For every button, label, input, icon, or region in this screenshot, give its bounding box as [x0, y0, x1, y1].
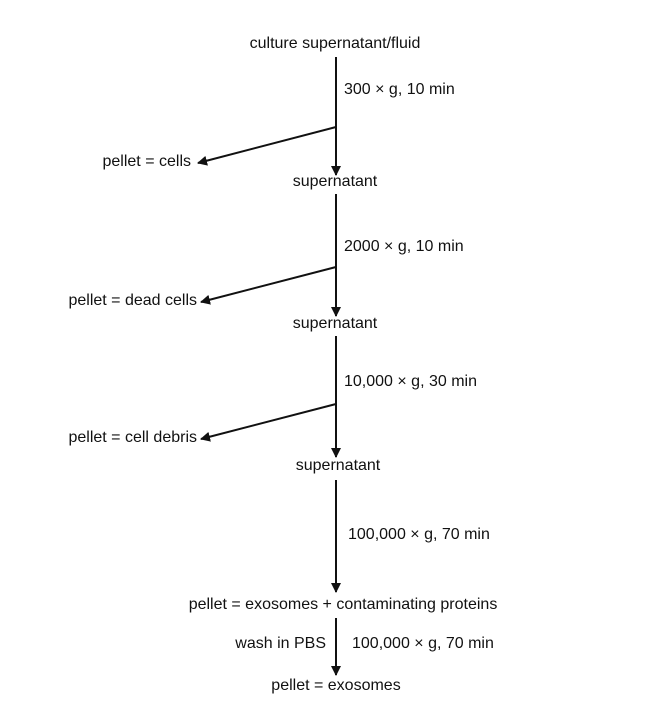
- start-label: culture supernatant/fluid: [249, 35, 421, 52]
- branch-arrow-1: [197, 126, 337, 166]
- exosome-protein-pellet-label: pellet = exosomes + contaminating protei…: [188, 596, 498, 613]
- supernatant-label-2: supernatant: [292, 315, 378, 332]
- pellet-dead-cells-label: pellet = dead cells: [68, 292, 197, 309]
- pellet-cells-label: pellet = cells: [102, 153, 192, 170]
- final-pellet-label: pellet = exosomes: [271, 677, 401, 694]
- supernatant-label-3: supernatant: [295, 457, 381, 474]
- branch-arrow-2: [200, 266, 337, 305]
- step-label-3: 10,000 × g, 30 min: [344, 373, 477, 390]
- step-label-4: 100,000 × g, 70 min: [348, 526, 490, 543]
- step-label-2: 2000 × g, 10 min: [344, 238, 464, 255]
- step-label-5: 100,000 × g, 70 min: [352, 635, 494, 652]
- supernatant-label-1: supernatant: [292, 173, 378, 190]
- branch-arrow-3: [200, 403, 337, 442]
- pellet-cell-debris-label: pellet = cell debris: [68, 429, 197, 446]
- step-label-1: 300 × g, 10 min: [344, 81, 455, 98]
- wash-label: wash in PBS: [235, 635, 326, 652]
